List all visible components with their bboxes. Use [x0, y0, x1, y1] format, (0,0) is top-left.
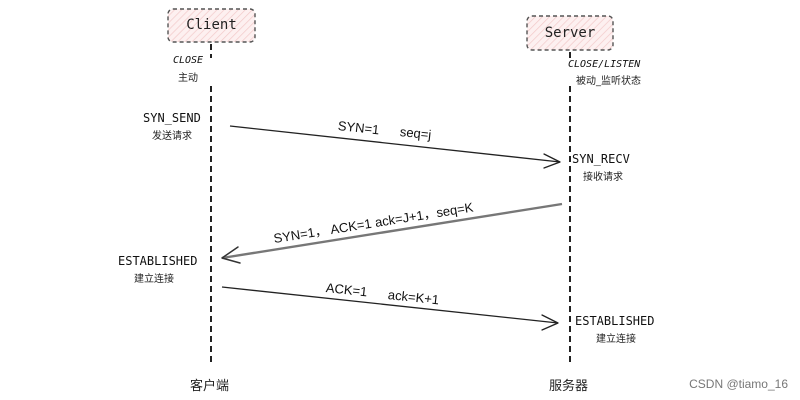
client-box-label: Client [186, 17, 237, 33]
client-footer-label: 客户端 [190, 379, 230, 394]
server-established-desc: 建立连接 [596, 334, 636, 345]
server-syn-recv-desc: 接收请求 [583, 172, 623, 183]
client-established-desc: 建立连接 [134, 274, 174, 285]
client-syn-send-desc: 发送请求 [152, 131, 192, 142]
synack-arrowhead [221, 246, 241, 264]
client-box [167, 8, 256, 43]
ack-arrowhead [541, 314, 559, 331]
server-box [526, 15, 614, 51]
server-syn-recv-state: SYN_RECV [572, 152, 630, 166]
server-footer-label: 服务器 [549, 379, 589, 394]
client-close-desc: 主动 [178, 73, 198, 84]
client-established-state: ESTABLISHED [118, 254, 198, 268]
server-established-state: ESTABLISHED [575, 314, 655, 328]
server-close-listen-state: CLOSE/LISTEN [568, 59, 641, 70]
synack-arrow-line [221, 202, 563, 260]
syn-arrow-line [229, 125, 561, 163]
server-close-listen-desc: 被动_监听状态 [576, 76, 641, 87]
client-close-state: CLOSE [172, 55, 204, 66]
ack-arrow-line [221, 286, 559, 324]
msg1-seq-label: seq=j [399, 124, 433, 143]
syn-arrowhead [543, 153, 561, 169]
csdn-watermark: CSDN @tiamo_16 [689, 377, 788, 391]
server-box-label: Server [544, 25, 596, 41]
client-syn-send-state: SYN_SEND [143, 111, 201, 125]
